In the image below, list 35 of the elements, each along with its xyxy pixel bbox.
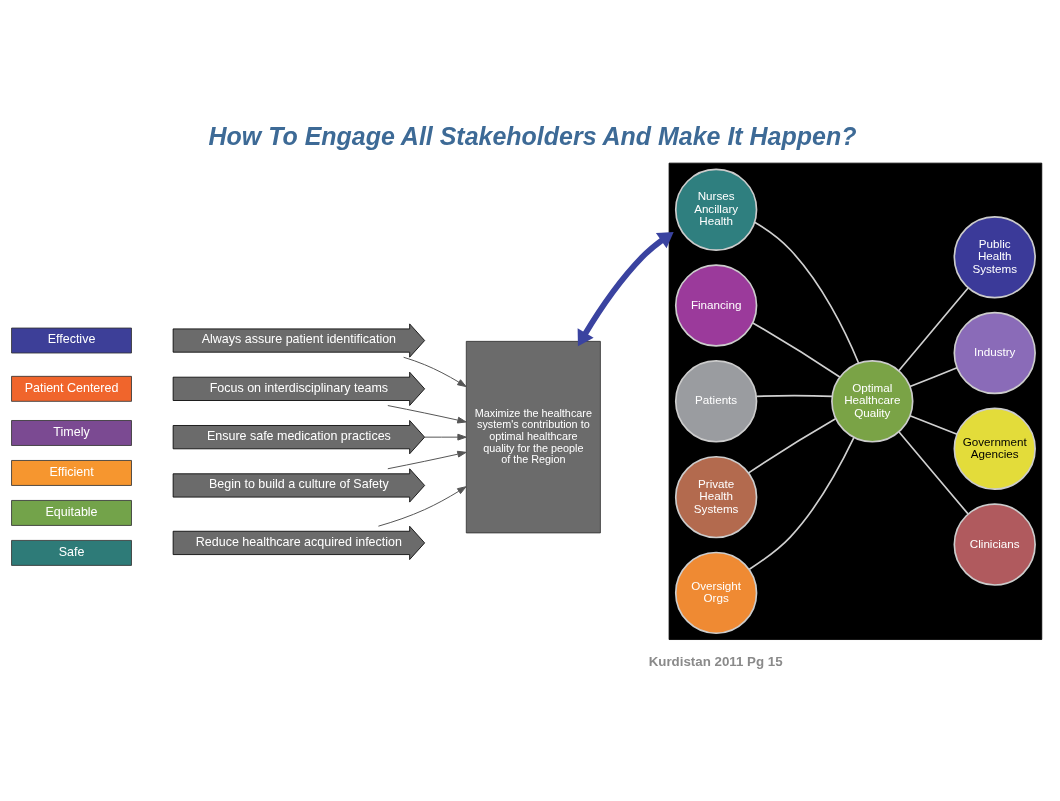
node-circle: Patients (674, 360, 758, 443)
node-circle: Clinicians (953, 503, 1036, 586)
node-box: Effective (11, 327, 132, 354)
connector (755, 394, 833, 398)
node-circle: Industry (953, 311, 1036, 395)
node-box: Efficient (11, 460, 132, 486)
node-circle: Private Health Systems (674, 455, 758, 539)
label: Kurdistan 2011 Pg 15 (648, 654, 783, 670)
node-box: Equitable (11, 500, 132, 526)
connector (909, 366, 958, 388)
node-circle: Government Agencies (953, 407, 1036, 491)
connector (909, 415, 958, 436)
node-box: Timely (11, 420, 132, 446)
arrow (377, 486, 467, 527)
connector (747, 417, 837, 474)
connector (897, 287, 969, 372)
node-box: Safe (11, 540, 132, 566)
node-circle: Optimal Healthcare Quality (831, 360, 914, 443)
connector (748, 436, 855, 571)
arrow (424, 433, 467, 441)
diagram-title: How To Engage All Stakeholders And Make It Happen? (208, 121, 857, 150)
connector (753, 221, 860, 365)
node-circle: Oversight Orgs (674, 551, 758, 635)
node-box: Patient Centered (11, 375, 132, 402)
arrow (387, 450, 467, 470)
connector (751, 322, 841, 378)
arrow (577, 231, 674, 347)
node-circle: Financing (674, 264, 758, 347)
node-circle: Public Health Systems (953, 216, 1036, 299)
cluster (668, 162, 1043, 640)
arrow (403, 356, 467, 388)
node-box: Maximize the healthcare system's contribution to optimal healthcare quality for the people of the Region (465, 340, 601, 534)
connector (898, 431, 969, 515)
arrow (387, 405, 467, 424)
node-circle: Nurses Ancillary Health (674, 168, 758, 251)
